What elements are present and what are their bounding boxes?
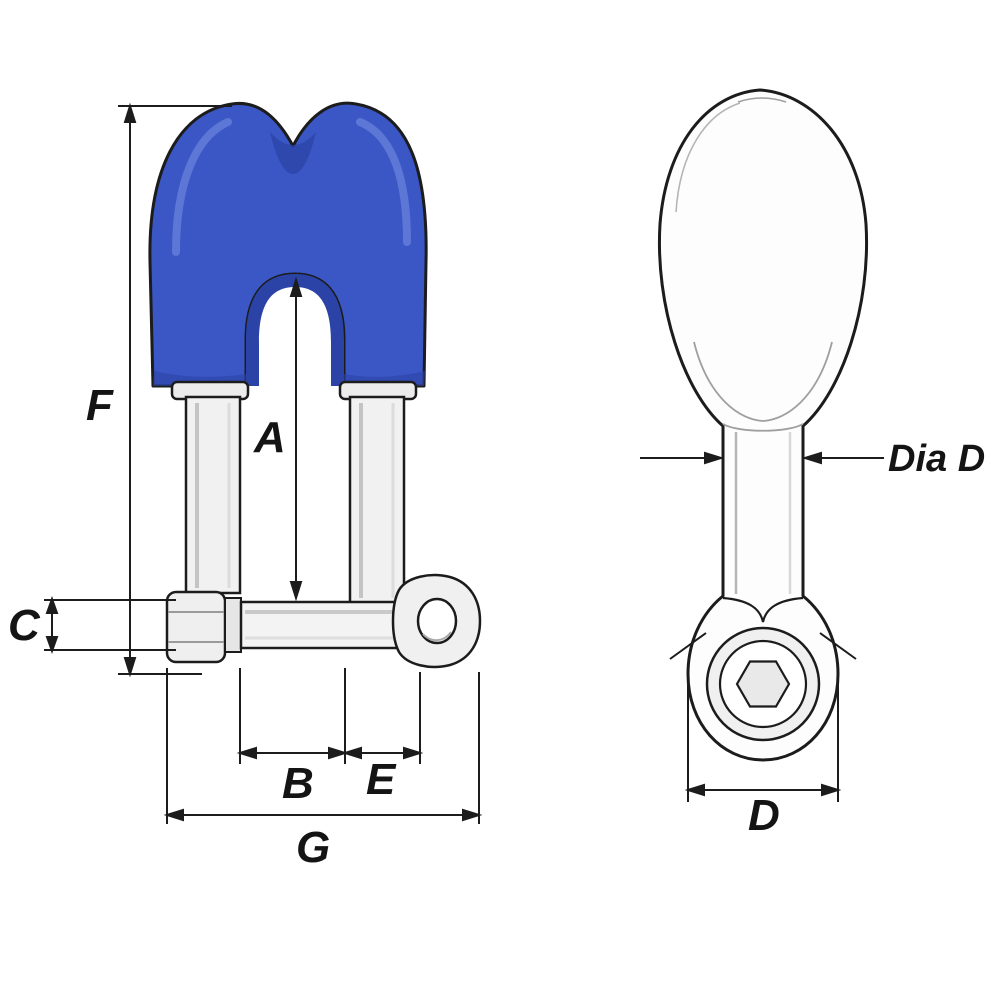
dimension-F <box>118 102 232 678</box>
dim-label-g: G <box>296 823 330 872</box>
egg-left-contour <box>675 102 741 213</box>
shackle-pin <box>239 600 401 650</box>
dimension-D <box>684 666 842 802</box>
dim-label-f: F <box>86 381 114 430</box>
dimension-dia-d <box>640 451 884 465</box>
dimension-B <box>236 668 349 764</box>
egg-shaft-junction <box>722 423 804 432</box>
thimble-highlight-right <box>356 118 411 246</box>
eye-chamfer-tick-right <box>819 632 857 660</box>
dim-label-d: D <box>748 791 780 840</box>
pin-step <box>224 597 242 653</box>
dimension-E <box>341 672 424 764</box>
egg-bottom-contour <box>693 341 833 422</box>
thimble-arch-shadow <box>246 274 344 386</box>
dim-label-dia-d: Dia D <box>888 438 985 480</box>
dim-G-arrow-left <box>163 808 184 822</box>
dim-label-a: A <box>253 413 286 462</box>
dim-C-arrow-down <box>45 636 59 654</box>
dim-diad-arrow-right-point <box>704 451 725 465</box>
dim-D-arrow-right <box>821 783 842 797</box>
dim-B-arrow-right <box>328 746 349 760</box>
dimension-A <box>289 276 303 602</box>
hex-socket <box>735 660 791 708</box>
thimble-highlight-left <box>172 118 232 256</box>
dim-B-arrow-left <box>236 746 257 760</box>
shackle-left-leg <box>184 395 242 595</box>
dim-label-c: C <box>8 601 41 650</box>
pin-head-hole-shade <box>422 631 452 642</box>
dim-G-arrow-right <box>462 808 483 822</box>
dim-F-arrow-up <box>123 102 137 123</box>
side-view: Dia D D <box>640 88 985 840</box>
dim-label-b: B <box>282 759 314 808</box>
dim-E-arrow-right <box>403 746 424 760</box>
dim-diad-arrow-left-point <box>801 451 822 465</box>
left-flange <box>165 590 227 664</box>
egg-apex-crease <box>737 97 787 103</box>
side-body-outline <box>657 88 869 762</box>
eye-top-cusp <box>722 596 804 623</box>
dim-F-arrow-down <box>123 657 137 678</box>
dim-D-arrow-left <box>684 783 705 797</box>
dimension-C <box>44 596 176 654</box>
thimble-saddle-shadow <box>270 132 316 174</box>
dim-E-arrow-left <box>341 746 362 760</box>
pin-head-hole <box>416 597 458 645</box>
front-view: F A C B <box>8 101 483 872</box>
dim-C-arrow-up <box>45 596 59 614</box>
shackle-right-leg <box>348 395 406 607</box>
eye-chamfer-tick-left <box>669 632 707 660</box>
dim-A-arrow-down <box>289 581 303 602</box>
dimension-G <box>163 668 483 824</box>
dim-A-arrow-up <box>289 276 303 297</box>
dim-label-e: E <box>366 755 397 804</box>
